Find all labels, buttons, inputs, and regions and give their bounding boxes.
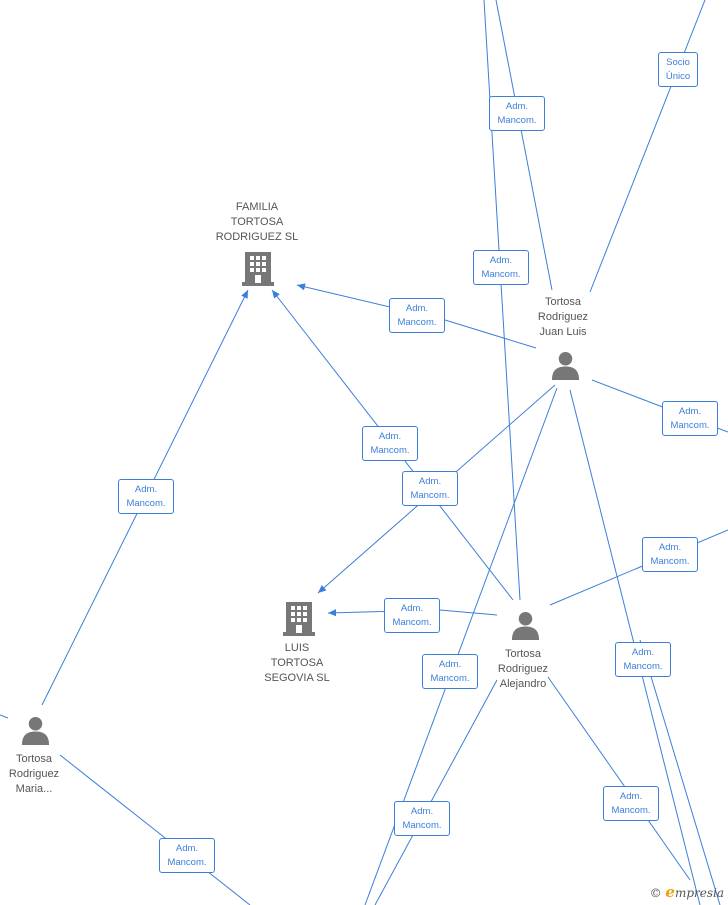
edge-label-adm-mancom[interactable]: Adm. Mancom. [394,801,450,836]
edge [495,0,553,291]
edge [296,283,537,349]
edge [589,0,706,293]
edge [374,679,498,905]
copyright-symbol: © [649,886,662,900]
edge-label-adm-mancom[interactable]: Adm. Mancom. [389,298,445,333]
edge-label-adm-mancom[interactable]: Adm. Mancom. [118,479,174,514]
edge-label-adm-mancom[interactable]: Adm. Mancom. [402,471,458,506]
empresia-logo: © empresia [650,883,724,901]
edge-label-adm-mancom[interactable]: Adm. Mancom. [362,426,418,461]
edge-label-adm-mancom[interactable]: Adm. Mancom. [422,654,478,689]
edge-label-adm-mancom[interactable]: Adm. Mancom. [662,401,718,436]
edge [327,609,498,617]
edge [639,639,721,905]
building-icon[interactable] [283,602,315,636]
edge-label-adm-mancom[interactable]: Adm. Mancom. [473,250,529,285]
node-label-luis-tortosa-segovia-sl[interactable]: LUIS TORTOSA SEGOVIA SL [264,642,330,684]
node-label-tortosa-rodriguez-juan-luis[interactable]: Tortosa Rodriguez Juan Luis [537,296,589,338]
person-icon[interactable] [21,716,50,745]
building-icon[interactable] [242,252,274,286]
edge-label-socio-unico[interactable]: Socio Único [658,52,698,87]
edge-label-adm-mancom[interactable]: Adm. Mancom. [159,838,215,873]
person-icon[interactable] [511,611,540,640]
brand-initial: e [665,883,675,901]
node-label-familia-tortosa-rodriguez-sl[interactable]: FAMILIA TORTOSA RODRIGUEZ SL [215,201,299,243]
edge [547,676,691,881]
person-icon[interactable] [551,351,580,380]
edge-label-adm-mancom[interactable]: Adm. Mancom. [603,786,659,821]
edge-label-adm-mancom[interactable]: Adm. Mancom. [384,598,440,633]
edge-label-adm-mancom[interactable]: Adm. Mancom. [615,642,671,677]
edge [0,714,9,719]
node-label-tortosa-rodriguez-alejandro[interactable]: Tortosa Rodriguez Alejandro [497,648,549,690]
edge-label-adm-mancom[interactable]: Adm. Mancom. [489,96,545,131]
node-label-tortosa-rodriguez-maria[interactable]: Tortosa Rodriguez Maria... [8,753,60,795]
brand-name: mpresia [674,886,724,900]
edge [549,529,728,606]
edge-label-adm-mancom[interactable]: Adm. Mancom. [642,537,698,572]
edge [59,754,251,905]
